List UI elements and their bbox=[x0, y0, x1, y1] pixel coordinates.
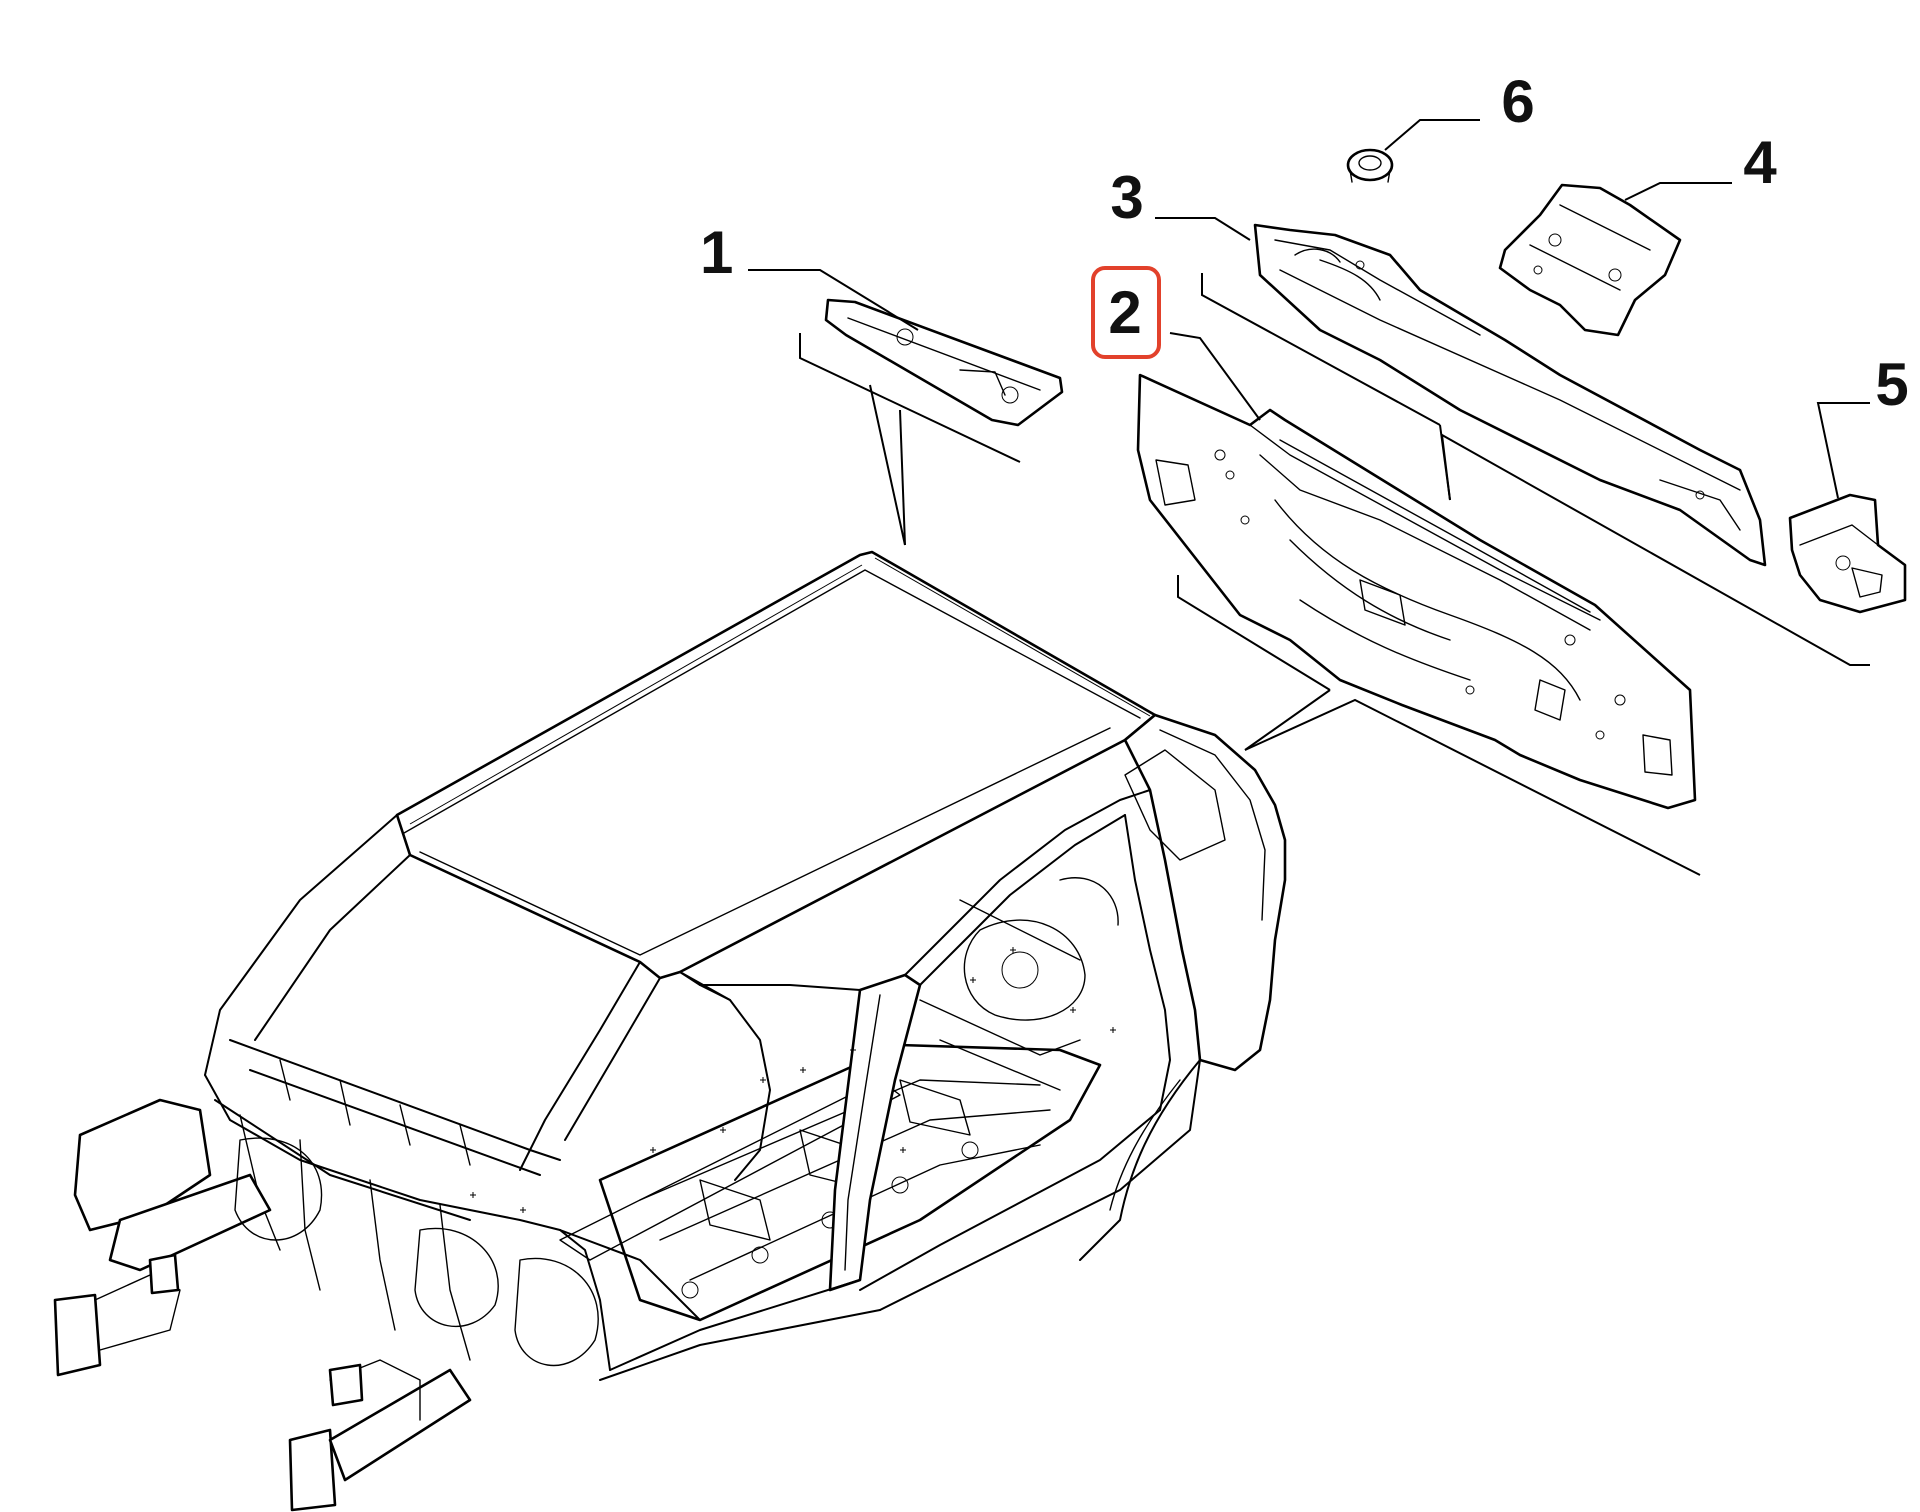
callout-2[interactable]: 2 bbox=[1108, 279, 1141, 346]
part-4-bracket bbox=[1498, 183, 1682, 337]
callout-5[interactable]: 5 bbox=[1875, 351, 1908, 418]
callout-1[interactable]: 1 bbox=[700, 219, 733, 286]
part-1-roof-bracket bbox=[824, 298, 1064, 427]
leader-lines bbox=[748, 119, 1870, 876]
callout-2-highlight bbox=[1091, 266, 1161, 359]
callouts: 1 2 3 4 5 6 bbox=[700, 68, 1909, 418]
part-3-crossmember bbox=[1253, 223, 1767, 567]
part-5-corner-bracket bbox=[1788, 493, 1907, 614]
callout-6[interactable]: 6 bbox=[1501, 68, 1534, 135]
part-2-rear-panel bbox=[1136, 373, 1697, 810]
part-6-grommet bbox=[1346, 148, 1394, 183]
car-body-shell bbox=[53, 550, 1287, 1512]
callout-3[interactable]: 3 bbox=[1110, 164, 1143, 231]
callout-4[interactable]: 4 bbox=[1743, 129, 1777, 196]
